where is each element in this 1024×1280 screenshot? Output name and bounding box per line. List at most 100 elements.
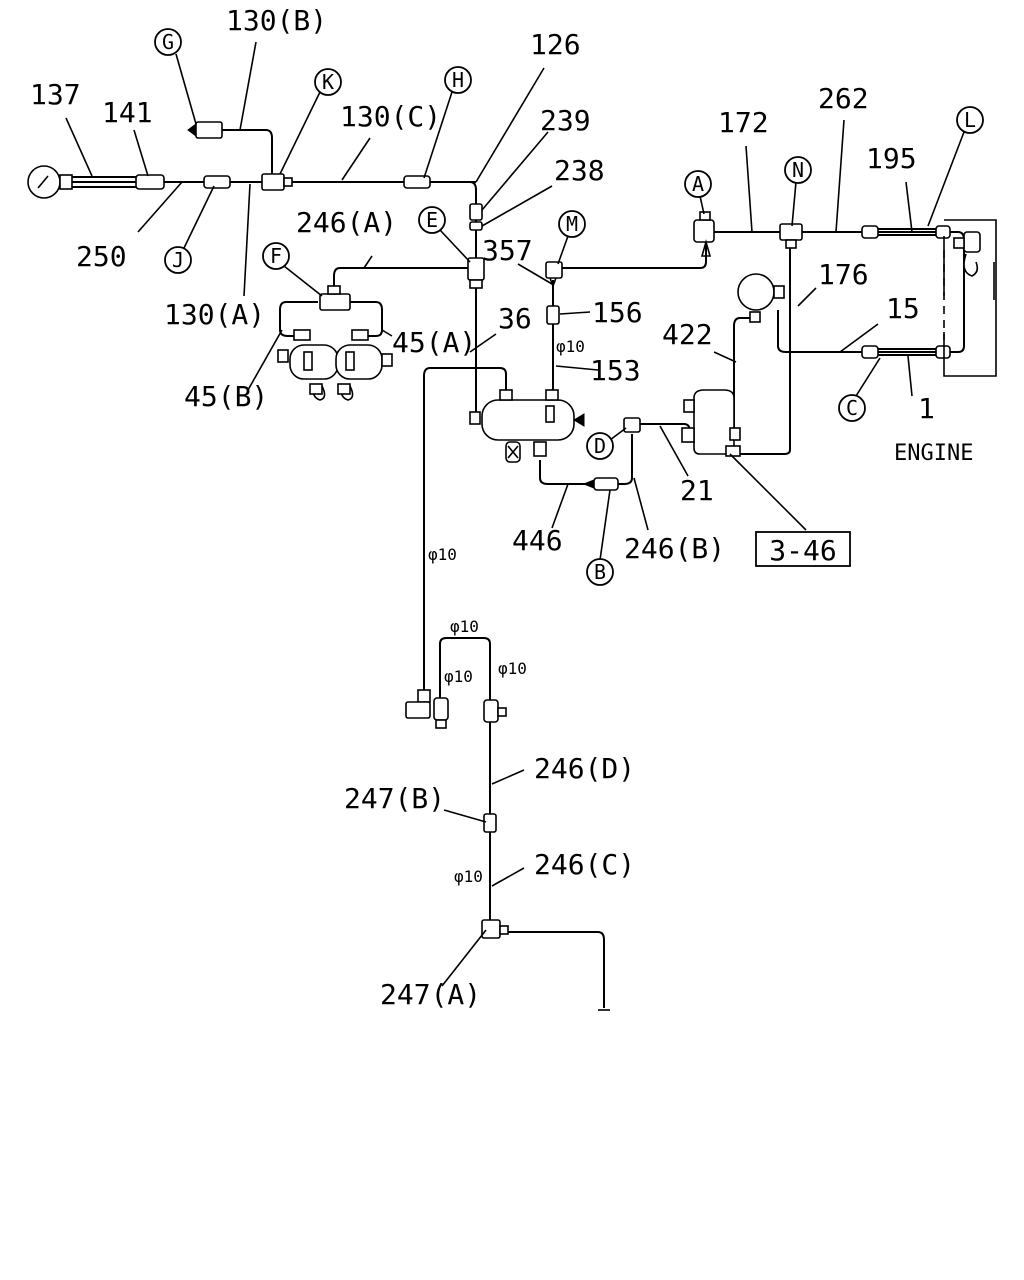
fitting-15b (935, 345, 951, 359)
pipe-diameter-labels: φ10 φ10 φ10 φ10 φ10 φ10 (428, 337, 585, 886)
label-15: 15 (886, 292, 920, 325)
pipe-gauge-line-double (72, 176, 140, 188)
connection-f-label: F (270, 244, 282, 268)
air-tanks-45 (277, 329, 393, 401)
pipe-main-vertical (469, 181, 477, 412)
pipe-246b (612, 434, 633, 485)
pipe-tank-down (423, 367, 507, 690)
pipe-246a (333, 267, 476, 298)
connection-b-label: B (594, 560, 606, 584)
label-45a: 45(A) (392, 326, 476, 359)
label-130b: 130(B) (226, 4, 327, 37)
gauge-176 (737, 273, 785, 323)
fitting-156 (546, 305, 560, 325)
tee-n (779, 223, 803, 249)
connection-f-marker: F (262, 242, 323, 297)
diameter-label-153: φ10 (556, 337, 585, 356)
connection-c-label: C (846, 396, 858, 420)
connection-n-label: N (792, 158, 804, 182)
label-36: 36 (498, 302, 532, 335)
label-250: 250 (76, 240, 127, 273)
connection-k-marker: K (279, 68, 342, 175)
fitting-b (582, 477, 619, 491)
pipe-176 (777, 310, 864, 353)
connection-l-marker: L (927, 106, 984, 227)
connection-d-marker: D (586, 427, 627, 460)
joint-j (203, 175, 231, 189)
label-156: 156 (592, 296, 643, 329)
joint-h (403, 175, 431, 189)
pipe-357 (562, 240, 707, 269)
fitting-g (187, 121, 223, 139)
label-176: 176 (818, 258, 869, 291)
fitting-15a (861, 345, 879, 359)
connection-g-marker: G (154, 28, 197, 125)
label-137: 137 (30, 78, 81, 111)
air-tank-36 (469, 389, 585, 463)
connection-b-marker: B (586, 489, 614, 586)
label-357: 357 (482, 234, 533, 267)
engine-label: ENGINE (894, 441, 973, 466)
air-dryer-3-46 (681, 389, 741, 457)
label-130c: 130(C) (340, 100, 441, 133)
elbow-d (623, 417, 641, 433)
label-172: 172 (718, 106, 769, 139)
pipe-446 (539, 460, 594, 485)
tee-f (319, 285, 351, 311)
reference-box: 3-46 (755, 531, 851, 567)
valve-a (693, 211, 715, 257)
connection-e-label: E (426, 208, 438, 232)
label-141: 141 (102, 96, 153, 129)
label-239: 239 (540, 104, 591, 137)
label-21: 21 (680, 474, 714, 507)
connection-l-label: L (964, 108, 976, 132)
tee-k (261, 173, 293, 191)
reference-box-label: 3-46 (769, 534, 836, 567)
components (27, 121, 997, 939)
label-262: 262 (818, 82, 869, 115)
connection-h-label: H (452, 68, 464, 92)
label-153: 153 (590, 354, 641, 387)
label-45b: 45(B) (184, 380, 268, 413)
label-130a: 130(A) (164, 298, 265, 331)
connection-m-label: M (566, 212, 578, 236)
label-446: 446 (512, 524, 563, 557)
valve-lower-right (483, 699, 507, 723)
connection-j-marker: J (164, 185, 215, 274)
fitting-262 (861, 225, 879, 239)
diameter-label-vertical: φ10 (428, 545, 457, 564)
label-195: 195 (866, 142, 917, 175)
fitting-239 (469, 203, 483, 221)
pipe-45-loop (279, 301, 383, 337)
connection-n-marker: N (784, 156, 812, 227)
connection-h-marker: H (423, 66, 472, 179)
connection-letters: G K H J E F M (154, 28, 984, 586)
connection-k-label: K (322, 70, 334, 94)
tee-247a (481, 919, 509, 939)
label-247b: 247(B) (344, 782, 445, 815)
leader-lines (65, 41, 913, 987)
fitting-195 (935, 225, 951, 239)
pressure-gauge (27, 165, 73, 199)
label-1: 1 (918, 392, 935, 425)
diameter-label-loop-top: φ10 (450, 617, 479, 636)
pipe-lower-loop (439, 637, 491, 700)
union-247b (483, 813, 497, 833)
pipe-engine-side (870, 231, 965, 353)
connection-e-marker: E (418, 206, 471, 263)
valve-lower-left (405, 689, 449, 729)
fitting-238 (469, 221, 483, 231)
tee-e (467, 257, 485, 289)
elbow-m (545, 261, 563, 289)
label-126: 126 (530, 28, 581, 61)
diameter-label-246c: φ10 (454, 867, 483, 886)
connection-j-label: J (172, 248, 184, 272)
pipe-130b-branch (222, 129, 273, 174)
pipe-247a-outlet (500, 931, 605, 1008)
connection-c-marker: C (838, 357, 881, 422)
connection-d-label: D (594, 434, 606, 458)
connection-a-marker: A (684, 170, 712, 215)
label-246b: 246(B) (624, 532, 725, 565)
label-422: 422 (662, 318, 713, 351)
